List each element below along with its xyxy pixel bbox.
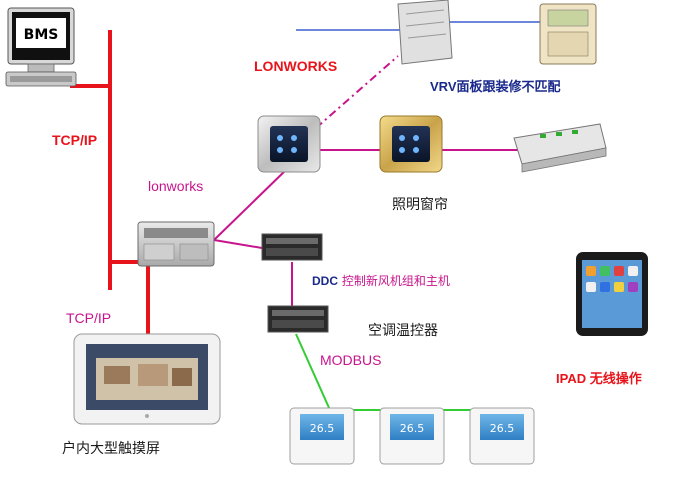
tcpip-top-label: TCP/IP [52,132,98,148]
ddc-controller-top [261,233,323,261]
modbus-drop [295,333,331,411]
thermostat-1-reading: 26.5 [310,422,335,435]
gold-switch-panel [379,115,443,173]
thermostat-3-reading: 26.5 [490,422,515,435]
ddc-controller-bottom [267,305,329,333]
lon-to-ddc [213,239,263,249]
tcpip-bottom-label: TCP/IP [66,310,112,326]
lighting-label: 照明窗帘 [392,197,448,213]
vrv-label: VRV面板跟装修不匹配 [430,79,561,94]
ddc-label: DDC [312,274,338,288]
modbus-network [295,333,496,411]
lonworks-network [213,29,520,306]
ddc-label-group: DDC 控制新风机组和主机 [312,272,450,289]
lonworks-lower-label: lonworks [148,178,204,194]
vrv-wall-controller [539,3,597,65]
tcpip-network [70,30,150,338]
lighting-relay-module [513,123,607,173]
lon-to-panel [213,167,289,241]
bms-computer [5,7,77,87]
vrv-dashed-link [315,55,399,129]
bms-label: BMS [24,27,59,43]
thermostat-2: 26.5 [379,407,445,465]
silver-switch-panel [257,115,321,173]
indoor-touchscreen [73,333,221,425]
touchscreen-label: 户内大型触摸屏 [62,441,160,457]
vrv-unit [397,0,453,65]
thermostat-2-reading: 26.5 [400,422,425,435]
lonworks-upper-label: LONWORKS [254,58,338,74]
ddc-desc-label: 控制新风机组和主机 [341,274,450,288]
thermostat-label: 空调温控器 [368,323,438,339]
lonworks-controller [137,221,215,267]
thermostat-1: 26.5 [289,407,355,465]
modbus-label: MODBUS [320,352,382,368]
ipad-device [576,252,648,336]
thermostat-3: 26.5 [469,407,535,465]
ipad-label: IPAD 无线操作 [556,371,642,386]
